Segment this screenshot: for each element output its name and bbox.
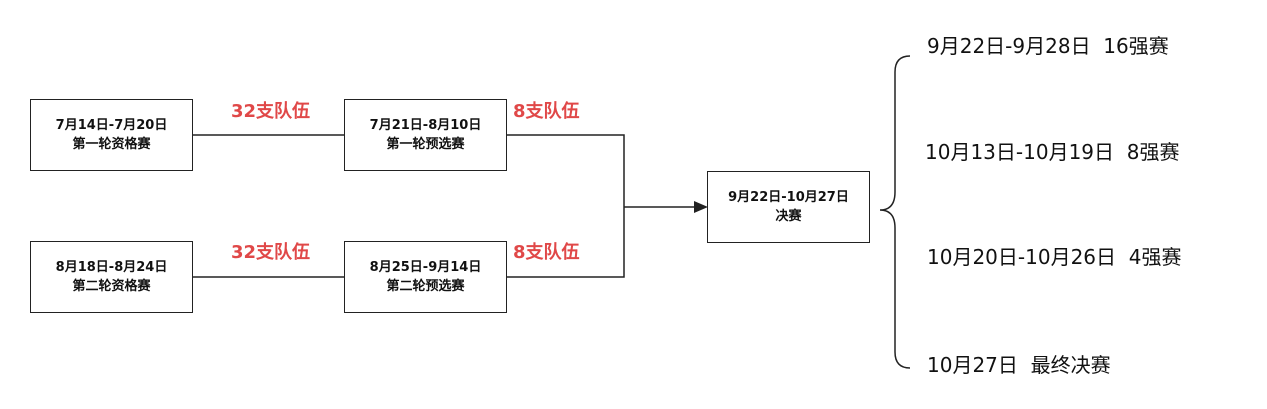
preliminary-round-1-name: 第一轮预选赛 <box>386 137 465 152</box>
qualifier-round-2-name: 第二轮资格赛 <box>72 279 151 294</box>
teams-32-label-top: 32支队伍 <box>231 101 311 122</box>
qualifier-round-1-box: 7月14日-7月20日 第一轮资格赛 <box>30 99 193 171</box>
curly-brace-icon <box>879 55 911 369</box>
preliminary-round-2-box: 8月25日-9月14日 第二轮预选赛 <box>344 241 507 313</box>
qualifier-round-1-date: 7月14日-7月20日 <box>55 118 168 133</box>
teams-8-label-bottom: 8支队伍 <box>513 242 580 263</box>
stage-round-of-16: 9月22日-9月28日 16强赛 <box>927 34 1169 58</box>
final-box: 9月22日-10月27日 决赛 <box>707 171 870 243</box>
preliminary-round-1-date: 7月21日-8月10日 <box>369 118 482 133</box>
teams-8-label-top: 8支队伍 <box>513 101 580 122</box>
preliminary-round-2-date: 8月25日-9月14日 <box>369 260 482 275</box>
qualifier-round-2-box: 8月18日-8月24日 第二轮资格赛 <box>30 241 193 313</box>
preliminary-round-2-name: 第二轮预选赛 <box>386 279 465 294</box>
stage-semifinal: 10月20日-10月26日 4强赛 <box>927 245 1182 269</box>
stage-quarterfinal: 10月13日-10月19日 8强赛 <box>925 140 1180 164</box>
arrow-head-icon <box>694 201 708 213</box>
teams-32-label-bottom: 32支队伍 <box>231 242 311 263</box>
qualifier-round-2-date: 8月18日-8月24日 <box>55 260 168 275</box>
connector-p1-final <box>507 134 625 278</box>
preliminary-round-1-box: 7月21日-8月10日 第一轮预选赛 <box>344 99 507 171</box>
stage-grand-final: 10月27日 最终决赛 <box>927 353 1111 377</box>
qualifier-round-1-name: 第一轮资格赛 <box>72 137 151 152</box>
final-name: 决赛 <box>775 209 802 224</box>
final-date: 9月22日-10月27日 <box>728 190 849 205</box>
